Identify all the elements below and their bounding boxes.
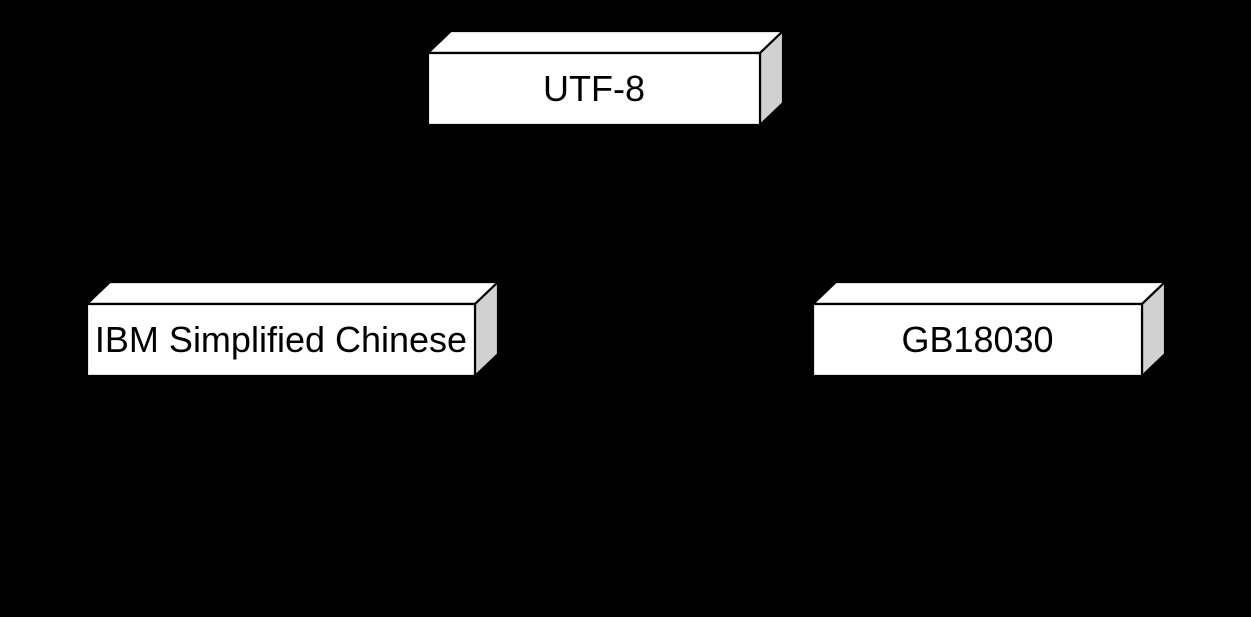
node-gb18030: GB18030 [811, 280, 1167, 378]
cube-shape-gb18030 [811, 280, 1167, 378]
node-utf8: UTF-8 [426, 29, 785, 127]
cube-front-face [426, 51, 762, 127]
cube-front-face [85, 302, 477, 378]
cube-top-face [426, 29, 785, 55]
node-label-ibm-simplified-chinese: IBM Simplified Chinese [94, 319, 468, 360]
node-label-utf8: UTF-8 [543, 68, 645, 109]
cube-shape-ibm-simplified-chinese [85, 280, 500, 378]
node-ibm-simplified-chinese: IBM Simplified Chinese [85, 280, 500, 378]
cube-top-face [811, 280, 1167, 306]
node-label-gb18030: GB18030 [901, 319, 1054, 360]
cube-front-face [811, 302, 1144, 378]
cube-shape-utf8 [426, 29, 785, 127]
cube-top-face [85, 280, 500, 306]
